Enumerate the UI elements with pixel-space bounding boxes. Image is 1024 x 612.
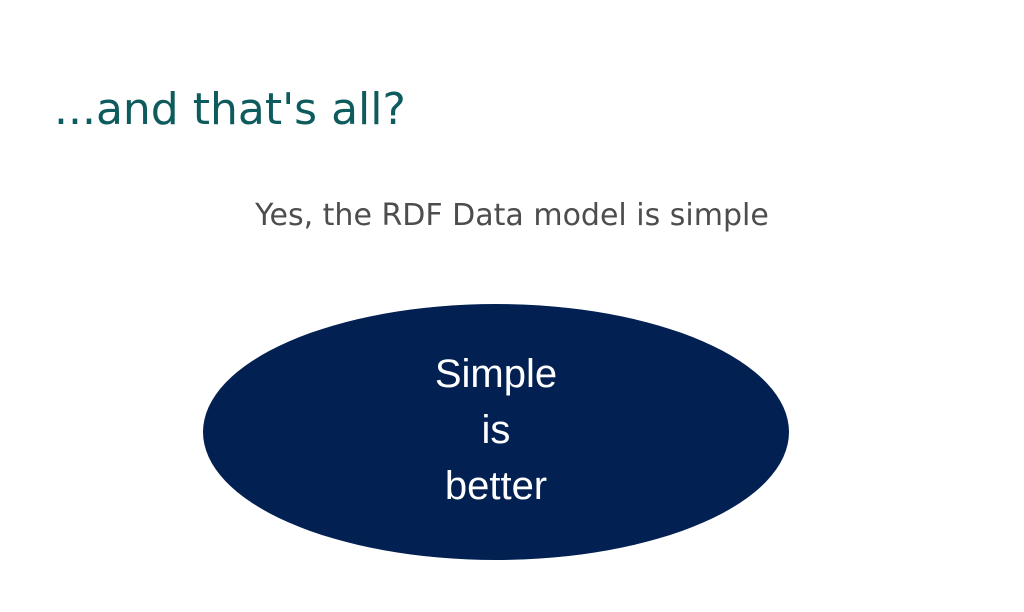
- callout-line-1: Simple: [434, 352, 558, 396]
- callout-line-3: better: [444, 464, 548, 508]
- callout-line-2: is: [481, 408, 511, 452]
- slide-title: ...and that's all?: [54, 84, 406, 135]
- slide-subtitle: Yes, the RDF Data model is simple: [255, 198, 769, 233]
- callout-ellipse: Simple is better: [203, 304, 789, 560]
- callout-text: Simple is better: [435, 346, 557, 514]
